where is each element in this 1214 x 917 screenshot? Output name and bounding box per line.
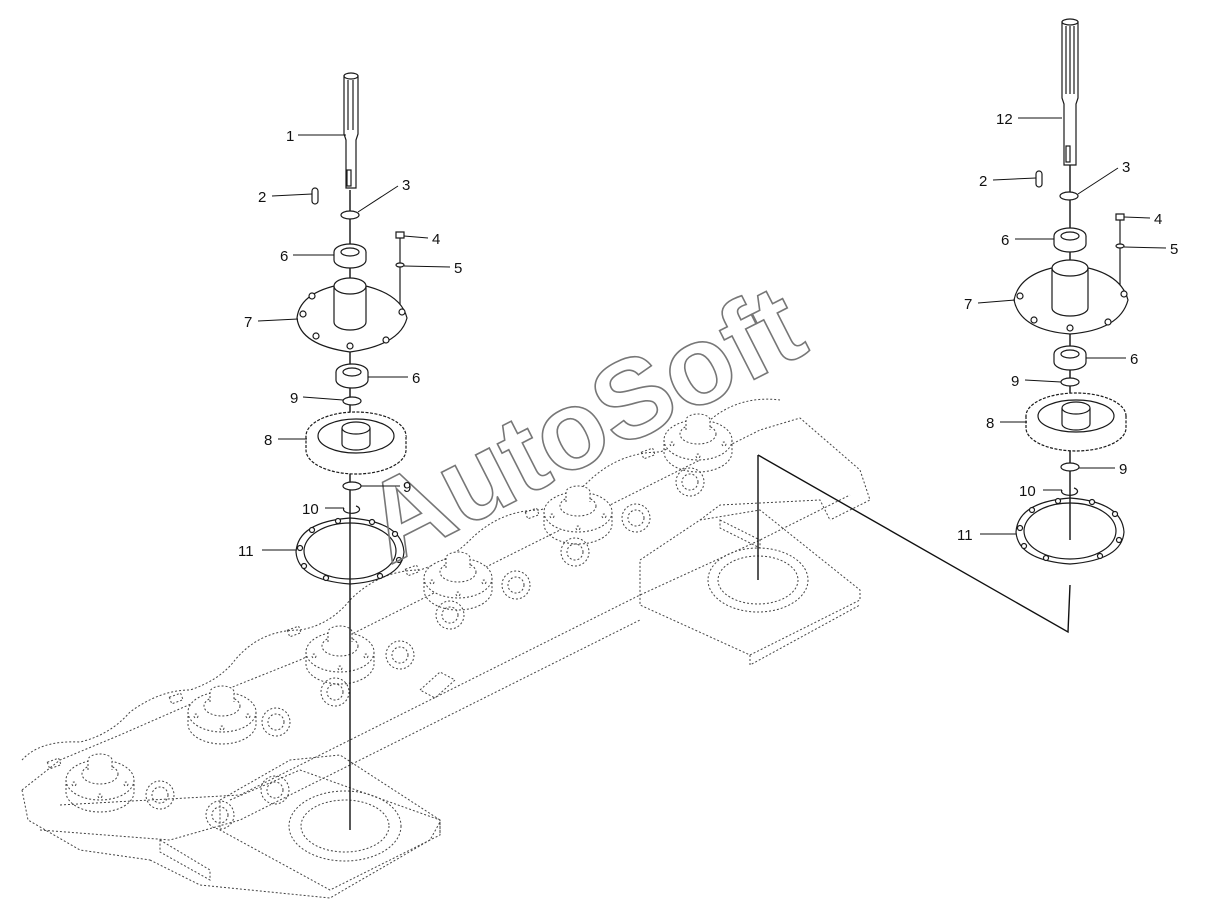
left-assembly [295,72,408,830]
left-bolt [395,231,405,310]
left-circlip [342,505,361,514]
callout-label: 9 [290,390,298,407]
callout-label: 11 [957,527,973,544]
right-ring-3 [1059,191,1079,201]
right-shaft [1061,18,1079,166]
left-shaft [343,72,359,189]
callout-label: 11 [238,543,254,560]
callout-label: 9 [1119,461,1127,478]
callout-labels-right: 12 2 3 4 5 6 7 6 9 8 9 10 11 [957,111,1178,544]
callout-label: 4 [1154,211,1162,228]
callout-label: 12 [996,111,1013,128]
left-gasket [295,517,405,585]
right-assembly [757,18,1129,634]
right-housing [1013,259,1129,335]
callout-label: 9 [403,479,411,496]
callout-label: 5 [1170,241,1178,258]
left-ring-3 [340,210,360,220]
callout-label: 6 [280,248,288,265]
right-key [1035,170,1043,188]
left-ring-9a [342,396,362,406]
callout-label: 6 [1001,232,1009,249]
callout-label: 2 [979,173,987,190]
callout-label: 3 [402,177,410,194]
right-bolt [1115,213,1125,290]
callout-label: 3 [1122,159,1130,176]
callout-label: 9 [1011,373,1019,390]
cutter-bar-frame [21,398,871,899]
left-bearing-top [333,243,367,269]
callout-label: 2 [258,189,266,206]
right-bearing-top [1053,227,1087,253]
right-gear [1025,392,1127,452]
callout-label: 10 [302,501,319,518]
callout-label: 6 [412,370,420,387]
left-gear [305,411,407,475]
right-circlip [1060,487,1079,496]
callout-label: 5 [454,260,462,277]
right-bearing-lower [1053,345,1087,371]
right-ring-9a [1060,377,1080,387]
left-bearing-lower [335,363,369,389]
callout-label: 7 [964,296,972,313]
left-key [311,187,319,205]
callout-labels-left: 1 2 3 4 5 6 7 6 9 8 9 10 11 [238,128,462,560]
left-housing [296,277,408,353]
callout-label: 1 [286,128,294,145]
callout-label: 10 [1019,483,1036,500]
callout-label: 8 [264,432,272,449]
callout-label: 4 [432,231,440,248]
watermark: AutoSoft [344,260,822,586]
callout-label: 7 [244,314,252,331]
callout-label: 8 [986,415,994,432]
right-gasket [1015,497,1125,565]
leader-lines [257,117,1167,551]
right-ring-9b [1060,462,1080,472]
callout-label: 6 [1130,351,1138,368]
